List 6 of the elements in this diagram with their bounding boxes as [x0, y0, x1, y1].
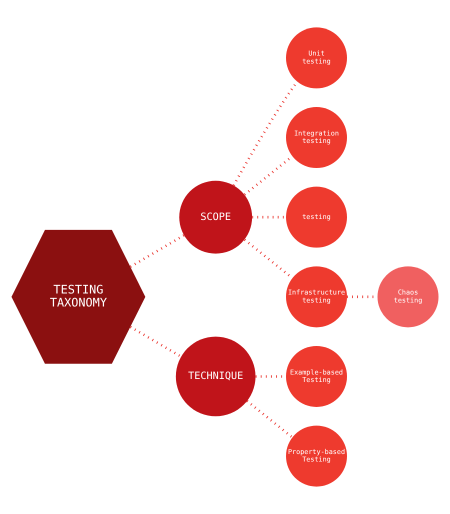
connector: [252, 216, 286, 218]
connector: [130, 326, 182, 358]
node-circle: TECHNIQUE: [176, 336, 256, 416]
node-circle: SCOPE: [179, 180, 252, 254]
connector: [130, 234, 185, 268]
connector: [246, 400, 294, 438]
